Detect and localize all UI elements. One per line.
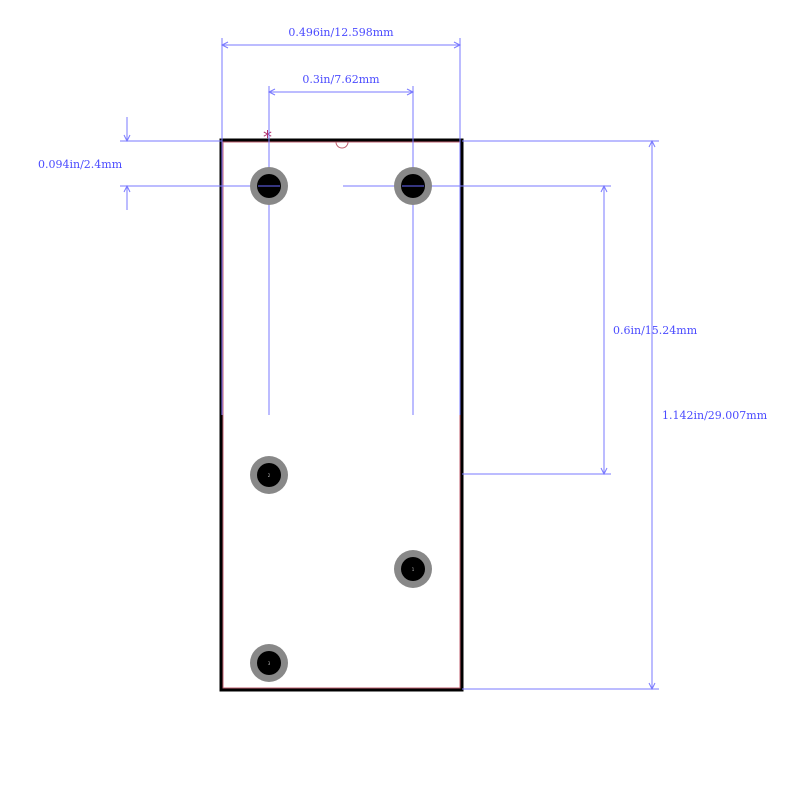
pad-1: 1 — [394, 550, 432, 588]
dim-width-label: 0.496in/12.598mm — [288, 26, 394, 39]
svg-text:1: 1 — [412, 567, 415, 572]
dim-pitchy-arrow-bottom — [600, 467, 608, 476]
pad-2: 2 — [250, 456, 288, 494]
svg-text:2: 2 — [268, 473, 271, 478]
dim-height-arrow-top — [648, 139, 656, 148]
body-inner-outline — [222, 141, 461, 689]
notch-marker — [335, 141, 349, 149]
dim-width-arrow-right — [453, 41, 462, 49]
dim-offset-label: 0.094in/2.4mm — [38, 158, 123, 171]
dim-pitchx-label: 0.3in/7.62mm — [302, 73, 380, 86]
dim-height-label: 1.142in/29.007mm — [662, 409, 768, 422]
pad-3: 3 — [250, 644, 288, 682]
dim-pitchy-arrow-top — [600, 184, 608, 193]
dim-pitchy-label: 0.6in/15.24mm — [613, 324, 698, 337]
dim-offset-arrow-bottom — [123, 184, 131, 193]
dim-width-arrow-left — [220, 41, 229, 49]
svg-text:3: 3 — [268, 661, 271, 666]
pin1-marker: * — [263, 127, 272, 148]
body-outline — [219, 138, 464, 692]
dim-height-arrow-bottom — [648, 682, 656, 691]
dim-offset-arrow-top — [123, 134, 131, 143]
